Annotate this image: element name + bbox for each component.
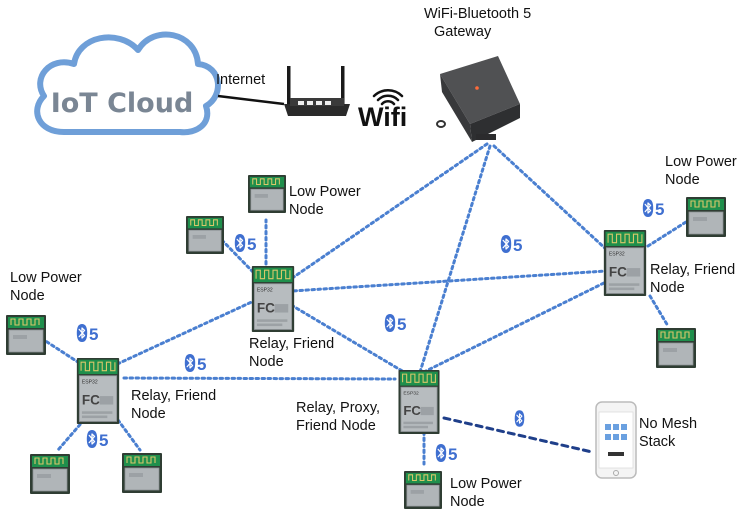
relay-right-label-2: Node: [650, 280, 685, 296]
chip-lp-right-bottom: [656, 327, 696, 369]
bt5-badge-proxy-lp: 5: [435, 444, 457, 464]
proxy-label-2: Friend Node: [296, 418, 376, 434]
chip-lp-top-center: [248, 174, 286, 214]
link-gateway-relay-center: [270, 142, 489, 294]
node-labels: Low Power Node Relay, Friend Node Low Po…: [10, 154, 737, 510]
bluetooth-icon: [384, 314, 396, 332]
bt5-badge-left-proxy: 5: [184, 354, 206, 374]
gateway-title-line1: WiFi-Bluetooth 5: [424, 6, 531, 22]
link-gateway-proxy: [418, 144, 492, 374]
bluetooth-icon: [76, 324, 88, 342]
internet-label: Internet: [216, 72, 265, 88]
relay-left-label-1: Relay, Friend: [131, 388, 216, 404]
bluetooth-icon: [86, 430, 98, 448]
link-proxy-relay-right: [422, 278, 612, 374]
relay-center-label-1: Relay, Friend: [249, 336, 334, 352]
bt-version: 5: [89, 325, 98, 344]
bt-version: 5: [99, 431, 108, 450]
link-relay-right-lp-right: [646, 220, 688, 248]
relay-left-label-2: Node: [131, 406, 166, 422]
bt-version: 5: [655, 200, 664, 219]
iot-cloud: IoT Cloud: [34, 31, 221, 136]
link-relay-left-proxy: [122, 376, 397, 381]
wifi-logo: Wifi: [358, 89, 407, 132]
bt5-badge-left-bottom: 5: [86, 430, 108, 450]
bluetooth-icon: [234, 234, 246, 252]
bluetooth-icon: [500, 235, 512, 253]
chip-relay-right: [603, 230, 647, 296]
phone-label-2: Stack: [639, 434, 676, 450]
bt-version: 5: [448, 445, 457, 464]
chip-lp-left: [6, 314, 46, 356]
chip-relay-center: [251, 266, 295, 332]
chip-proxy: [397, 370, 441, 434]
lp-bottom-label-2: Node: [450, 494, 485, 510]
chip-lp-bottom-left-b: [122, 452, 162, 494]
bluetooth-badges: 5 5 5 5 5 5 5 5: [76, 199, 664, 464]
wifi-router-icon: [284, 66, 350, 116]
bt5-badge-center-lp: 5: [234, 234, 256, 254]
bluetooth-icon: [435, 444, 447, 462]
lp-top-center-label-1: Low Power: [289, 184, 361, 200]
lp-top-center-label-2: Node: [289, 202, 324, 218]
lp-left-label-1: Low Power: [10, 270, 82, 286]
link-relay-center-relay-left: [98, 298, 258, 374]
bt5-badge-right-lp: 5: [642, 199, 664, 219]
chip-lp-bottom: [404, 470, 442, 510]
lp-right-label-1: Low Power: [665, 154, 737, 170]
lp-right-label-2: Node: [665, 172, 700, 188]
bt-version: 5: [247, 235, 256, 254]
bt-version: 5: [197, 355, 206, 374]
phone-label-1: No Mesh: [639, 416, 697, 432]
cloud-label: IoT Cloud: [51, 88, 194, 119]
link-relay-center-relay-right: [274, 268, 624, 294]
link-gateway-relay-right: [492, 144, 622, 264]
chip-lp-right: [686, 196, 726, 238]
bt-version: 5: [397, 315, 406, 334]
mesh-links: [42, 142, 688, 466]
lp-left-label-2: Node: [10, 288, 45, 304]
gateway-title-line2: Gateway: [434, 24, 492, 40]
link-proxy-phone: [442, 416, 594, 454]
link-relay-right-lp-bottom: [648, 294, 670, 328]
chip-relay-left: [76, 358, 120, 424]
bt5-badge-gateway-mesh: 5: [500, 235, 522, 255]
lp-bottom-label-1: Low Power: [450, 476, 522, 492]
internet-link: [217, 94, 285, 106]
smartphone: [595, 401, 637, 479]
chip-lp-bottom-left-a: [30, 453, 70, 495]
link-relay-left-lp-bottom-a: [56, 418, 86, 452]
wifi-signal-icon: [372, 89, 404, 106]
bluetooth-icon: [184, 354, 196, 372]
relay-right-label-1: Relay, Friend: [650, 262, 735, 278]
bt5-badge-left-lp: 5: [76, 324, 98, 344]
gateway-device: WiFi-Bluetooth 5 Gateway: [424, 6, 531, 142]
wifi-brand-label: Wifi: [358, 102, 407, 132]
bt-version: 5: [513, 236, 522, 255]
relay-center-label-2: Node: [249, 354, 284, 370]
link-relay-center-proxy: [274, 294, 416, 380]
link-relay-left-lp-bottom-b: [116, 418, 142, 452]
bt5-badge-center-proxy: 5: [384, 314, 406, 334]
bluetooth-icon: [642, 199, 654, 217]
bluetooth-icon-phone-link: [514, 410, 525, 427]
cloud-shape: [34, 31, 221, 136]
chip-lp-center-left: [186, 215, 224, 255]
proxy-label-1: Relay, Proxy,: [296, 400, 380, 416]
